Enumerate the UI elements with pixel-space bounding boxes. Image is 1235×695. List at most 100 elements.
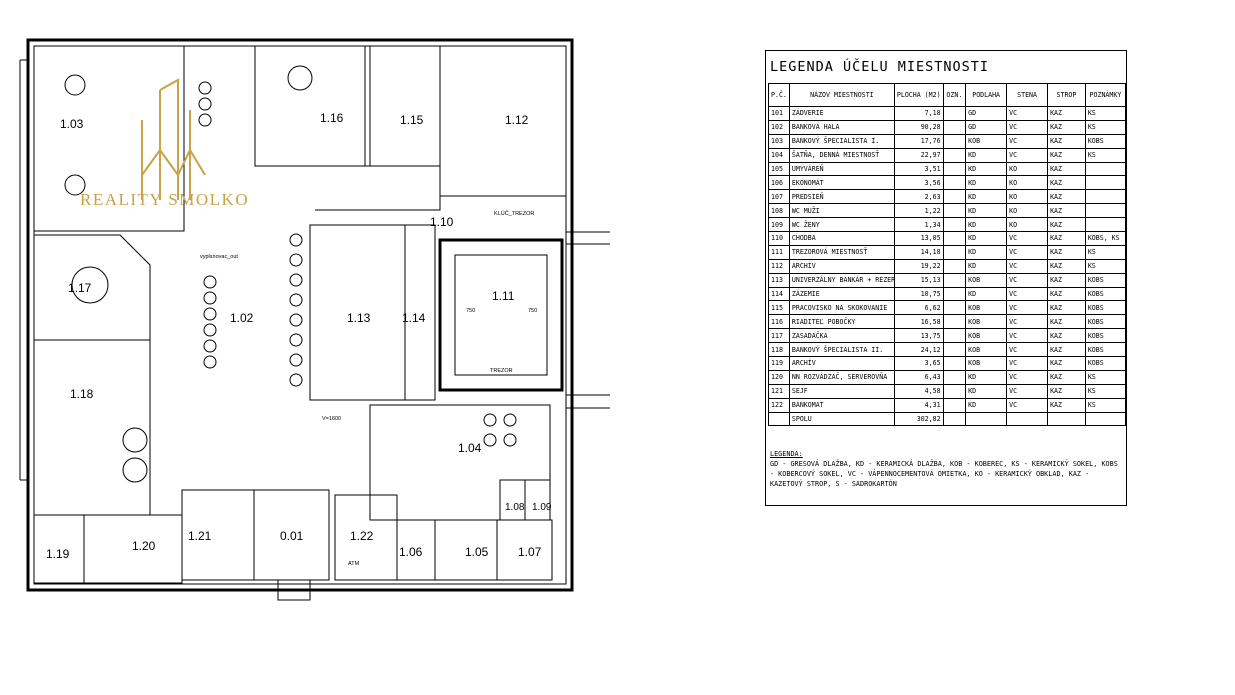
legend-cell: ZASADAČKA [788,328,895,344]
legend-cell: 105 [768,161,790,177]
legend-cell: 14,18 [893,244,944,260]
legend-cell: KAZ [1047,244,1086,260]
legend-cell: 2,63 [893,189,944,205]
legend-cell: 107 [768,189,790,205]
legend-cell: 3,51 [893,161,944,177]
legend-cell: UMÝVÁREŇ [788,161,895,177]
legend-cell: 110 [768,231,790,246]
legend-cell: 3,56 [893,175,944,191]
legend-cell: KOB [965,342,1008,358]
room-label-1-11: 1.11 [492,289,515,303]
legend-cell: 10,75 [893,286,944,302]
legend-cell: KAZ [1047,203,1086,219]
legend-cell [1084,189,1127,205]
legend-cell: KD [965,147,1008,163]
legend-cell: 118 [768,342,790,358]
legend-cell [942,272,967,288]
legend-cell [942,369,967,385]
legend-cell: EKONOMÁT [788,175,895,191]
legend-cell [1084,175,1127,191]
legend-cell: KOBS [1084,314,1127,330]
legend-cell [942,189,967,205]
legend-cell: KOBS [1084,342,1127,358]
legend-cell [942,175,967,191]
legend-cell: BANKOVÝ ŠPECIALISTA II. [788,342,895,358]
legend-cell: NN ROZVÁDZAČ, SERVEROVŇA [788,369,895,385]
room-label-1-10: 1.10 [430,215,454,229]
room-label-1-07: 1.07 [518,545,542,559]
legend-notes: LEGENDA: GD - GRESOVÁ DLAŽBA, KD - KERAM… [770,449,1122,489]
legend-cell: KD [965,383,1008,399]
legend-cell: 104 [768,147,790,163]
legend-cell [1047,411,1086,427]
legend-cell: KS [1084,258,1127,274]
col-header: STROP [1047,83,1086,107]
legend-cell: KAZ [1047,272,1086,288]
legend-cell: KS [1084,106,1127,121]
room-label-1-17: 1.17 [68,281,92,295]
legend-cell: SEJF [788,383,895,399]
legend-title: LEGENDA ÚČELU MIESTNOSTI [770,59,990,75]
legend-cell: KO [1006,217,1049,233]
legend-cell: 13,05 [893,231,944,246]
legend-cell: KD [965,189,1008,205]
legend-cell: KOBS, KS [1084,231,1127,246]
legend-cell: VC [1006,272,1049,288]
vault-inner [454,254,548,376]
room-label-1-08: 1.08 [505,502,525,513]
room-label-1-16: 1.16 [320,111,344,125]
legend-cell: VC [1006,231,1049,246]
legend-cell [942,314,967,330]
legend-cell: KOB [965,356,1008,371]
legend-cell: VC [1006,356,1049,371]
legend-cell: 1,22 [893,203,944,219]
legend-cell: KOBS [1084,300,1127,316]
legend-cell: 1,34 [893,217,944,233]
legend-cell: KAZ [1047,231,1086,246]
legend-cell [1084,203,1127,219]
legend-cell: 114 [768,286,790,302]
legend-cell: KAZ [1047,314,1086,330]
annot-v1600: V=1600 [322,416,341,422]
legend-cell [942,356,967,371]
room-label-1-14: 1.14 [402,311,426,325]
legend-cell: KOBS [1084,133,1127,149]
legend-cell: KAZ [1047,133,1086,149]
legend-cell [942,231,967,246]
legend-cell: TREZOROVÁ MIESTNOSŤ [788,244,895,260]
legend-cell [942,286,967,302]
legend-cell: KAZ [1047,147,1086,163]
watermark-text: REALITY SMOLKO [80,190,249,209]
legend-cell: KS [1084,119,1127,135]
legend-cell: KO [1006,175,1049,191]
legend-cell: 13,75 [893,328,944,344]
legend-cell [942,203,967,219]
legend-cell: KD [965,203,1008,219]
legend-cell [965,411,1008,427]
legend-cell: 24,12 [893,342,944,358]
legend-cell: 116 [768,314,790,330]
notes-text: GD - GRESOVÁ DLAŽBA, KD - KERAMICKÁ DLAŽ… [770,460,1118,488]
legend-cell: KS [1084,369,1127,385]
room-1-17-outline [33,234,151,341]
legend-cell: VC [1006,383,1049,399]
legend-cell: KAZ [1047,356,1086,371]
legend-cell: BANKOVÁ HALA [788,119,895,135]
legend-cell: 112 [768,258,790,274]
legend-cell: BANKOMAT [788,397,895,413]
legend-cell: VC [1006,244,1049,260]
legend-cell: KAZ [1047,106,1086,121]
annot-atm: ATM [348,561,360,567]
legend-cell [942,217,967,233]
legend-cell: KOBS [1084,328,1127,344]
legend-cell [942,106,967,121]
legend-cell: KD [965,231,1008,246]
room-label-1-02: 1.02 [230,311,254,325]
